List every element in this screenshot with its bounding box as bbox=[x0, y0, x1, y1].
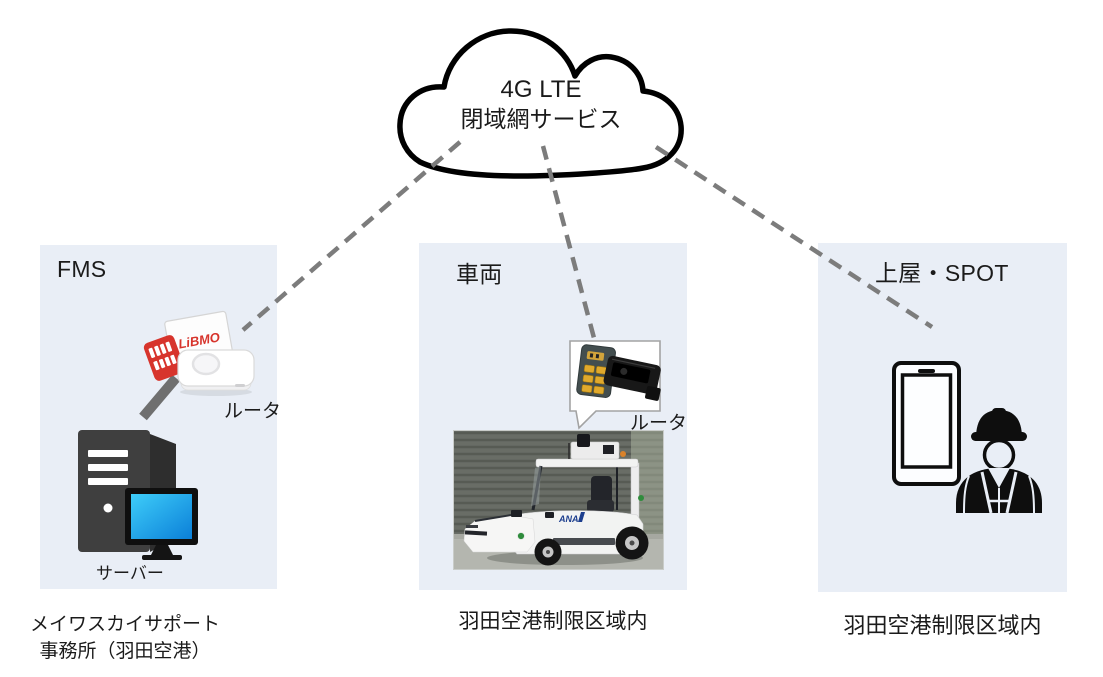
vehicle-photo: ANA bbox=[453, 430, 664, 570]
vehicle-router-callout bbox=[569, 340, 661, 430]
wifi-router-icon bbox=[177, 349, 255, 396]
worker-icon bbox=[956, 408, 1042, 514]
spot-zone-title: 上屋・SPOT bbox=[875, 260, 1009, 286]
tow-tractor: ANA bbox=[463, 434, 649, 566]
car-router-icon bbox=[603, 355, 661, 401]
monitor-icon bbox=[125, 488, 198, 560]
spot-caption: 羽田空港制限区域内 bbox=[843, 613, 1042, 638]
fms-zone-title: FMS bbox=[57, 256, 107, 282]
fms-caption-line1: メイワスカイサポート bbox=[29, 614, 220, 635]
libmo-logo-text: LiBMO bbox=[177, 329, 221, 351]
cloud-title-line2: 閉域網サービス bbox=[461, 106, 622, 132]
cloud-shape bbox=[397, 28, 684, 179]
sim-card-red-icon bbox=[143, 335, 185, 381]
server-icon bbox=[78, 430, 198, 560]
spot-icons-group bbox=[892, 361, 1042, 514]
fms-router-group: LiBMO bbox=[143, 310, 255, 396]
fms-caption-line2: 事務所（羽田空港） bbox=[39, 641, 211, 662]
smartphone-icon bbox=[892, 361, 961, 486]
fms-router-label: ルータ bbox=[224, 401, 282, 422]
vehicle-caption: 羽田空港制限区域内 bbox=[458, 610, 648, 633]
ana-logo-text: ANA bbox=[558, 514, 579, 524]
fms-caption: メイワスカイサポート 事務所（羽田空港） bbox=[18, 611, 232, 665]
vehicle-router-label: ルータ bbox=[630, 413, 688, 434]
vehicle-zone-title: 車両 bbox=[456, 261, 503, 287]
cloud-title-line1: 4G LTE bbox=[501, 76, 582, 103]
server-label: サーバー bbox=[96, 564, 164, 583]
